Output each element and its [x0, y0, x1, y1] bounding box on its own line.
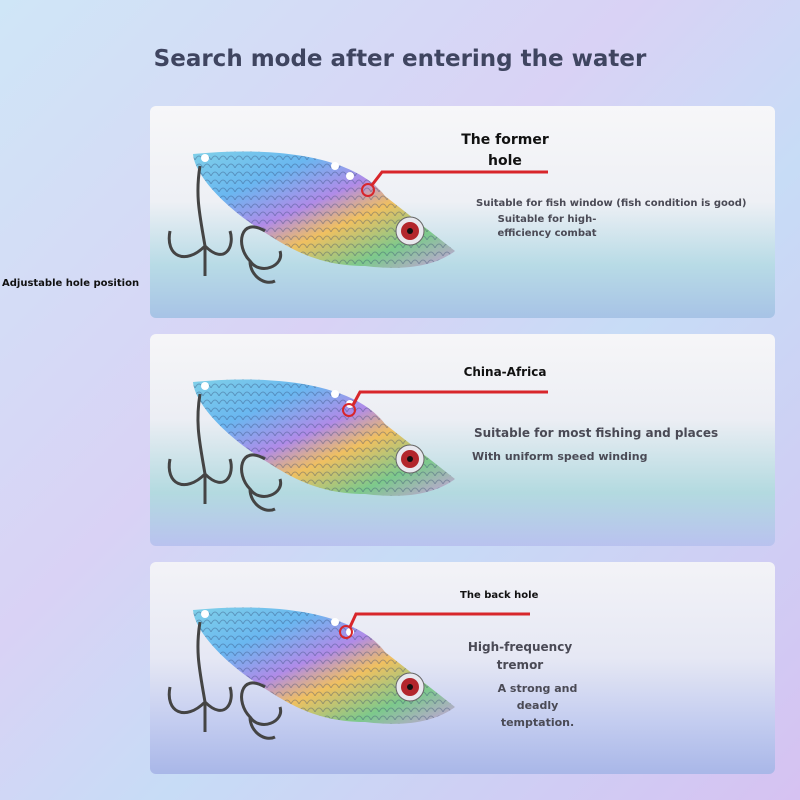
- callout-line: [361, 170, 548, 197]
- page-title: Search mode after entering the water: [153, 46, 647, 72]
- description-line: Suitable for most fishing and places: [474, 426, 719, 440]
- description-line: A strong and deadly temptation.: [497, 682, 578, 729]
- side-label: Adjustable hole position: [2, 278, 140, 289]
- card-former-hole: The former hole Suitable for fish window…: [150, 106, 775, 318]
- description-line: Suitable for high-efficiency combat: [497, 214, 597, 239]
- description-line: With uniform speed winding: [472, 450, 648, 463]
- description-heading: High-frequency tremor: [467, 640, 573, 672]
- callout-line: [342, 390, 548, 417]
- hole-label: China-Africa: [463, 365, 547, 379]
- card-middle-hole: China-Africa Suitable for most fishing a…: [150, 334, 775, 546]
- card-back-hole: The back hole High-frequency tremor A st…: [150, 562, 775, 774]
- hole-label: The back hole: [460, 590, 539, 601]
- description-line: Suitable for fish window (fish condition…: [476, 198, 747, 209]
- hole-label: The former hole: [461, 132, 549, 169]
- callout-line: [339, 612, 530, 639]
